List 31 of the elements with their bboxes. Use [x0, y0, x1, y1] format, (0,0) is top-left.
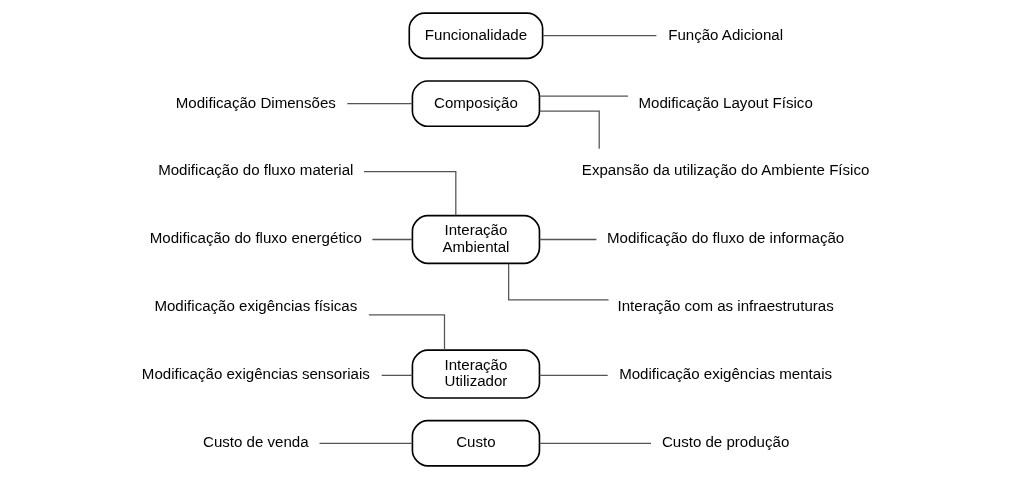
node-text: Expansão da utilização do Ambiente Físico: [581, 161, 870, 179]
node-box: Interação Ambiental: [411, 214, 541, 265]
connector: [508, 263, 610, 301]
connector: [371, 238, 413, 241]
node-text: Função Adicional: [668, 25, 784, 43]
node-box: Interação Utilizador: [411, 349, 541, 399]
connector: [538, 442, 652, 444]
node-text: Modificação exigências sensoriais: [141, 365, 370, 383]
node-text: Custo de venda: [203, 433, 309, 451]
node-box: Funcionalidade: [408, 12, 544, 60]
connector: [346, 103, 413, 105]
node-text: Modificação Layout Físico: [638, 93, 813, 111]
connector: [539, 110, 600, 150]
connector: [538, 95, 629, 97]
connector: [381, 374, 414, 376]
node-text: Modificação do fluxo material: [158, 161, 354, 179]
connector: [542, 35, 657, 37]
node-text: Modificação do fluxo energético: [149, 229, 362, 247]
node-text: Modificação Dimensões: [175, 93, 336, 111]
node-text: Modificação exigências físicas: [154, 297, 358, 315]
connector: [538, 238, 598, 241]
connector: [363, 170, 457, 216]
node-text: Interação com as infraestruturas: [617, 297, 834, 315]
node-text: Custo de produção: [661, 433, 790, 451]
connector: [538, 374, 609, 376]
connector: [368, 314, 446, 351]
connector: [318, 442, 414, 444]
node-box: Custo: [411, 419, 541, 467]
node-text: Modificação do fluxo de informação: [607, 229, 845, 247]
node-box: Composição: [411, 80, 541, 128]
node-text: Modificação exigências mentais: [619, 365, 833, 383]
